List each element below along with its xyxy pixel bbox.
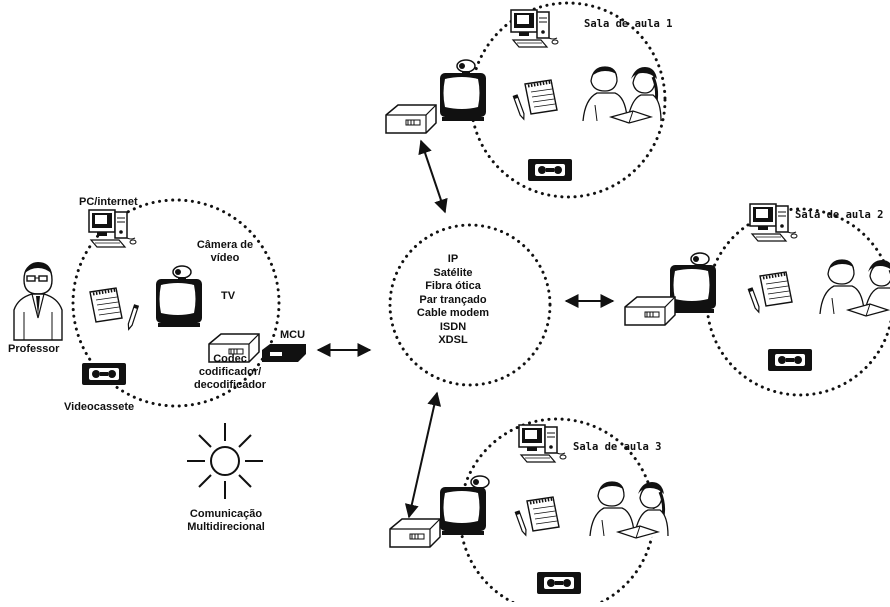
network-type-satellite: Satélite xyxy=(433,266,473,279)
pc-internet-label: PC/internet xyxy=(79,196,138,208)
double-arrow-icon xyxy=(404,391,442,519)
codec-label: Codec codificador/ decodificador xyxy=(178,353,282,392)
tv-icon xyxy=(440,73,486,121)
tv-icon xyxy=(156,279,202,327)
network-type-ip: IP xyxy=(447,253,459,265)
videocassette-icon xyxy=(537,572,581,594)
videocassette-icon xyxy=(528,159,572,181)
codec-label-line3: decodificador xyxy=(193,379,267,391)
pencil-icon xyxy=(512,94,527,121)
double-arrow-icon xyxy=(418,139,448,214)
camera-icon xyxy=(172,265,192,281)
codec-box-icon xyxy=(624,296,676,326)
camera-icon xyxy=(456,59,476,75)
camera-icon xyxy=(690,252,710,268)
professor-icon xyxy=(13,261,63,341)
multidirectional-label-line2: Multidirecional xyxy=(187,521,265,533)
codec-label-line2: codificador/ xyxy=(198,366,262,378)
codec-label-line1: Codec xyxy=(213,353,247,365)
network-type-xdsl: XDSL xyxy=(438,334,468,346)
classroom-3-label: Sala de aula 3 xyxy=(573,441,662,453)
mcu-box-icon xyxy=(262,344,306,362)
camera-label-line1: Câmera de xyxy=(196,239,254,251)
students-icon xyxy=(581,65,663,125)
classroom-2-label: Sala de aula 2 xyxy=(795,209,884,221)
network-hub-ring xyxy=(388,223,552,387)
notepad-icon xyxy=(88,286,124,324)
codec-box-icon xyxy=(385,104,437,134)
network-type-twisted-pair: Par trançado xyxy=(419,293,487,306)
network-types-list: IP Satélite Fibra ótica Par trançado Cab… xyxy=(398,253,508,348)
computer-icon xyxy=(510,9,559,48)
notepad-icon xyxy=(525,495,561,533)
computer-icon xyxy=(518,424,567,463)
pencil-icon xyxy=(514,510,529,537)
tv-icon xyxy=(440,487,486,535)
professor-site-ring xyxy=(71,198,281,408)
students-icon xyxy=(588,480,670,540)
codec-box-icon xyxy=(389,518,441,548)
pencil-icon xyxy=(747,287,762,314)
videocassete-label: Videocassete xyxy=(64,401,135,413)
notepad-icon xyxy=(758,270,794,308)
network-type-isdn: ISDN xyxy=(439,320,467,333)
students-icon xyxy=(818,258,890,318)
computer-icon xyxy=(749,203,798,242)
network-type-cable-modem: Cable modem xyxy=(416,307,490,319)
notepad-icon xyxy=(523,78,559,116)
professor-label: Professor xyxy=(8,343,60,355)
videocassette-icon xyxy=(82,363,126,385)
camera-label-line2: vídeo xyxy=(210,252,240,264)
sun-burst-icon xyxy=(187,423,263,499)
camera-label: Câmera de vídeo xyxy=(193,239,257,265)
videocassette-icon xyxy=(768,349,812,371)
computer-icon xyxy=(88,209,137,248)
pencil-icon xyxy=(126,304,139,331)
classroom-1-label: Sala de aula 1 xyxy=(584,18,673,30)
tv-label: TV xyxy=(221,290,236,302)
tv-icon xyxy=(670,265,716,313)
mcu-label: MCU xyxy=(280,329,306,341)
network-type-fiber: Fibra ótica xyxy=(425,280,481,292)
multidirectional-label: Comunicação Multidirecional xyxy=(176,508,276,534)
multidirectional-label-line1: Comunicação xyxy=(189,508,263,520)
